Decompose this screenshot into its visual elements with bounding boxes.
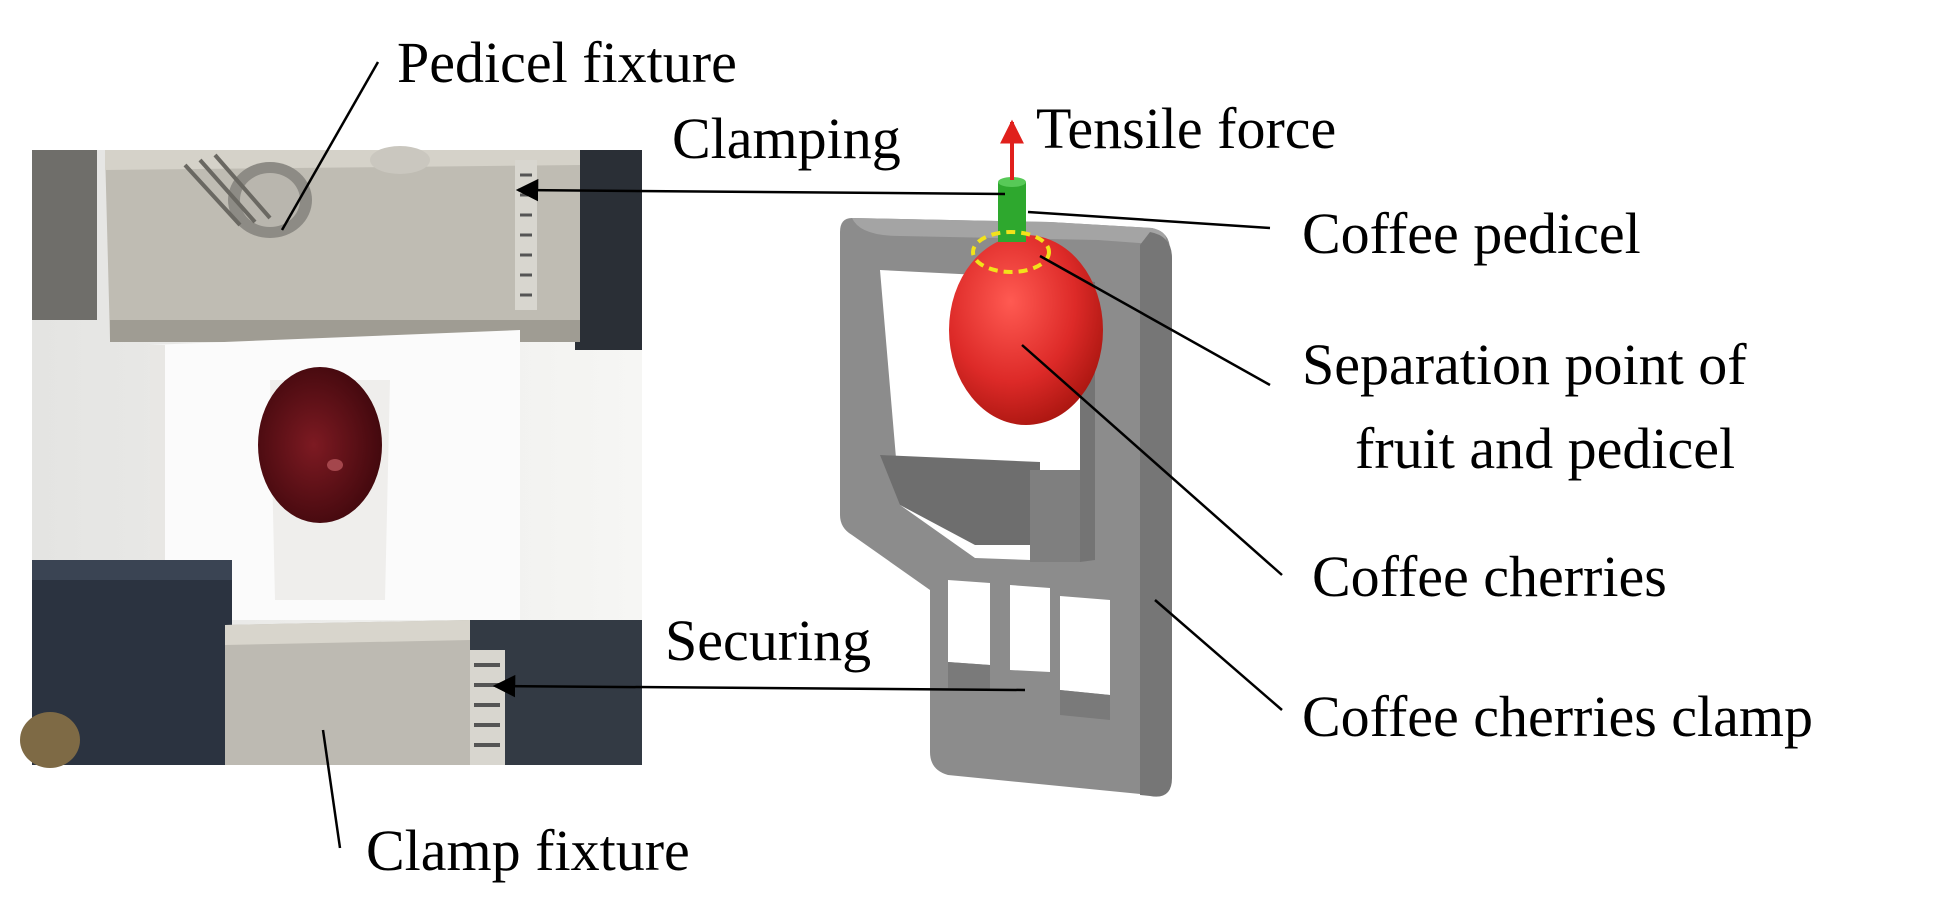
label-pedicel-fixture: Pedicel fixture [397,30,737,95]
photo-panel [20,146,642,768]
model-cherry [949,235,1103,425]
upper-scale-ticks [515,160,537,310]
label-separation-point-line2: fruit and pedicel [1355,416,1736,481]
label-separation-point-line1: Separation point of [1302,332,1747,397]
label-coffee-cherries-clamp: Coffee cherries clamp [1302,684,1814,749]
lower-scale-ticks [470,650,505,765]
label-coffee-pedicel: Coffee pedicel [1302,201,1641,266]
separation-marker [971,230,1051,274]
label-coffee-cherries: Coffee cherries [1312,544,1667,609]
label-clamp-fixture: Clamp fixture [366,818,690,883]
photo-cherry [258,367,382,523]
leader-lines [280,61,1283,849]
label-securing: Securing [665,608,872,673]
label-tensile-force: Tensile force [1036,96,1337,161]
label-clamping: Clamping [672,106,901,171]
screw-lower-icon [20,712,80,768]
